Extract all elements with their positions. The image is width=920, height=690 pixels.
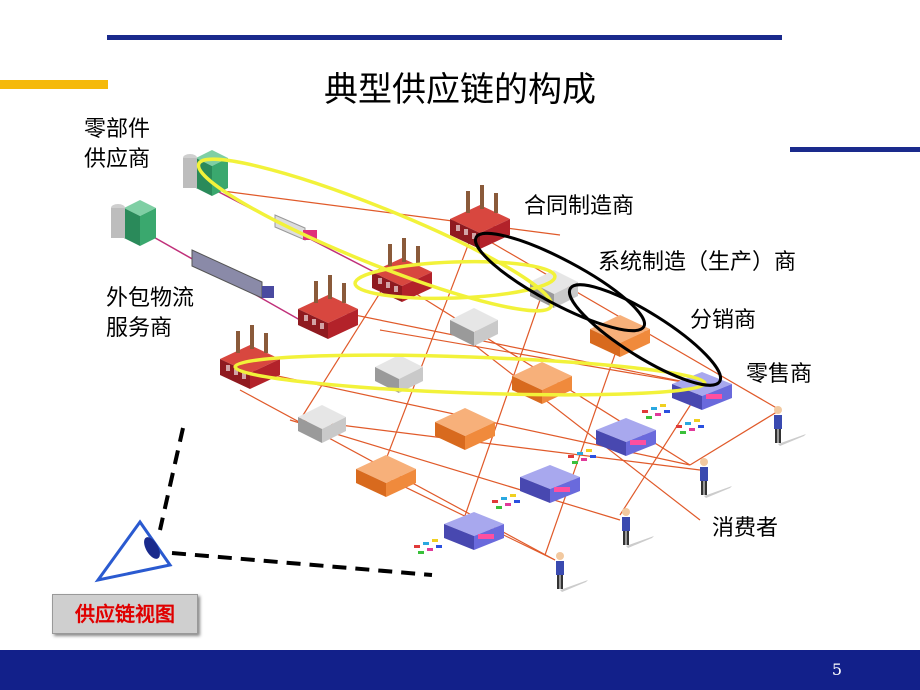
- retailer-label: 零售商: [746, 362, 813, 387]
- top-rule: [107, 35, 782, 40]
- store-icon: [444, 512, 504, 550]
- parts-supplier-label: 零部件 供应商: [84, 115, 150, 175]
- warehouse-icon: [590, 315, 650, 357]
- supply-chain-view-button[interactable]: 供应链视图: [52, 594, 198, 634]
- left-accent-bar: [0, 80, 108, 89]
- warehouse-icon: [356, 455, 416, 497]
- store-icon: [520, 465, 580, 503]
- relationship-rings: [473, 231, 723, 387]
- distributor-label: 分销商: [690, 308, 757, 333]
- page-number: 5: [831, 660, 842, 679]
- factory-icon: [298, 275, 358, 339]
- parked-cars-icon: [642, 404, 670, 419]
- page-title: 典型供应链的构成: [324, 70, 596, 110]
- factory-icon: [450, 185, 510, 249]
- parked-cars-icon: [568, 449, 596, 464]
- train-icon: [191, 249, 274, 299]
- consumer-person-icon: [556, 552, 588, 592]
- logistics-label-line1: 外包物流: [106, 286, 195, 311]
- consumer-person-icon: [774, 406, 806, 446]
- store-icon: [596, 418, 656, 456]
- consumer-person-icon: [622, 508, 654, 548]
- warehouse-icon: [512, 362, 572, 404]
- right-accent-bar: [790, 147, 920, 152]
- parts-supplier-label-line2: 供应商: [84, 147, 151, 172]
- system-manufacturer-label: 系统制造（生产）商: [598, 250, 797, 275]
- consumer-label: 消费者: [712, 516, 779, 541]
- network-grid: [214, 189, 781, 561]
- parked-cars-icon: [492, 494, 520, 509]
- logistics-label: 外包物流 服务商: [106, 284, 194, 344]
- highlight-rings: [196, 157, 707, 397]
- logistics-label-line2: 服务商: [106, 316, 173, 341]
- consumer-person-icon: [700, 458, 732, 498]
- parked-cars-icon: [414, 539, 442, 554]
- parts-supplier-label-line1: 零部件: [84, 117, 151, 142]
- sight-line: [171, 551, 433, 577]
- logistics-building-icon: [111, 200, 156, 246]
- contract-manufacturer-label: 合同制造商: [524, 194, 635, 219]
- eye-icon: [94, 519, 173, 583]
- sight-line: [158, 427, 185, 531]
- footer-bar: 5: [0, 650, 920, 690]
